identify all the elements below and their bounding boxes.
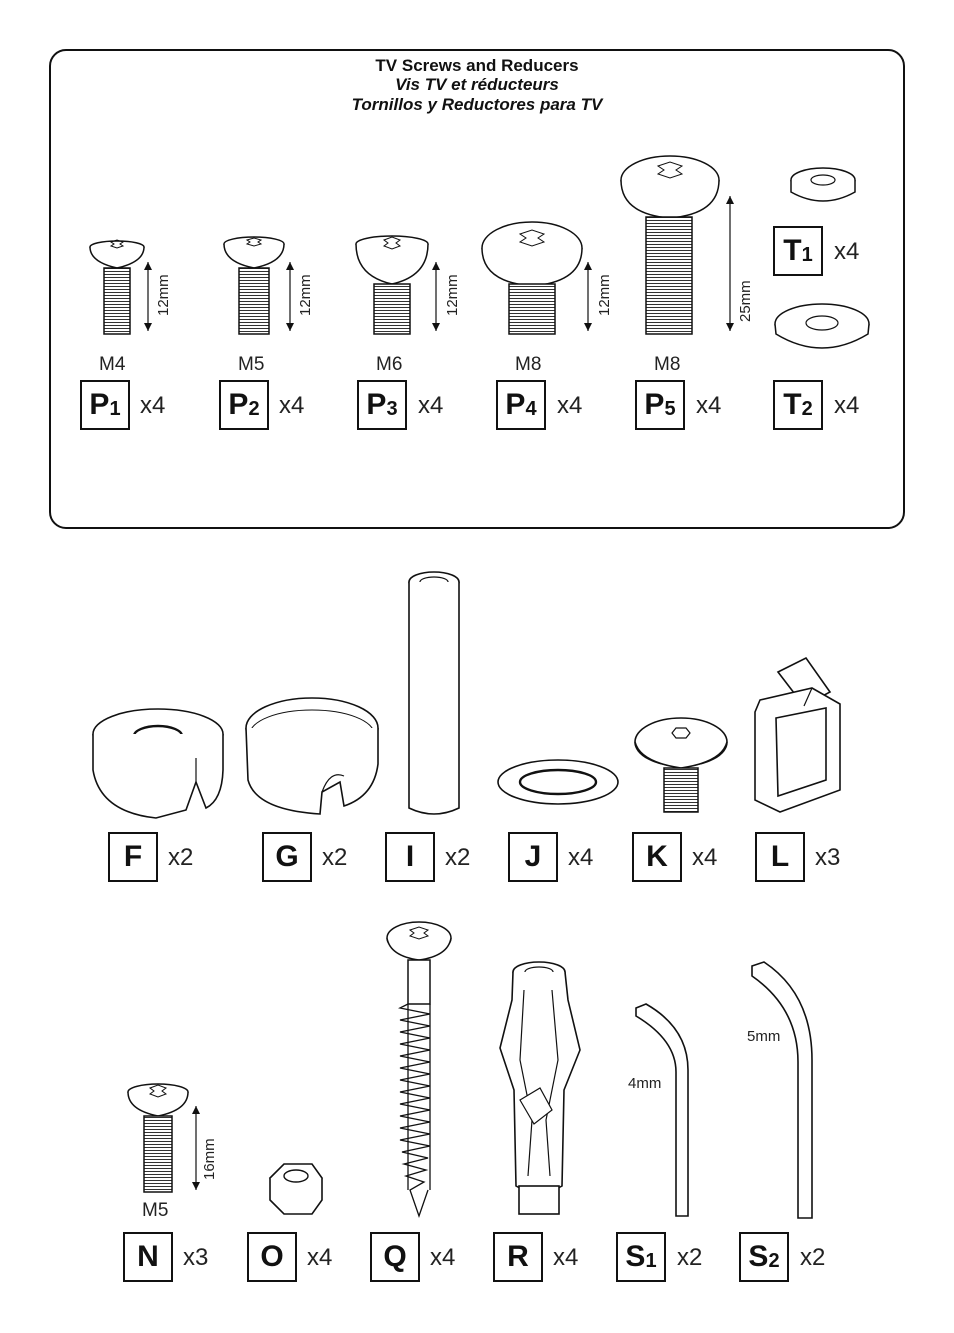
part-qty-i: x2	[445, 844, 471, 871]
panel-title-fr: Vis TV et réducteurs	[395, 75, 559, 94]
nut-o-illustration	[268, 1163, 324, 1215]
washer-j-illustration	[497, 759, 619, 805]
part-qty-p2: x4	[279, 392, 305, 419]
part-label-i: I	[385, 832, 435, 882]
part-qty-p3: x4	[418, 392, 444, 419]
part-qty-r: x4	[553, 1244, 579, 1271]
button-screw-k-illustration	[634, 717, 728, 813]
screw-p2-illustration	[223, 236, 294, 335]
p4-size-label: M8	[515, 354, 542, 375]
screw-n-illustration	[127, 1083, 200, 1193]
part-label-l: L	[755, 832, 805, 882]
s1-size-label: 4mm	[628, 1075, 662, 1092]
spacer-g-illustration	[245, 697, 379, 815]
part-qty-p1: x4	[140, 392, 166, 419]
p5-length-label: 25mm	[737, 280, 754, 322]
spacer-tube-i-illustration	[408, 571, 460, 815]
part-qty-t2: x4	[834, 392, 860, 419]
p1-length-label: 12mm	[155, 274, 172, 316]
p3-size-label: M6	[376, 354, 403, 375]
part-qty-t1: x4	[834, 238, 860, 265]
part-qty-s1: x2	[677, 1244, 703, 1271]
panel-title-es: Tornillos y Reductores para TV	[351, 95, 603, 114]
part-qty-p5: x4	[696, 392, 722, 419]
tv-parts-panel	[49, 49, 905, 529]
part-qty-j: x4	[568, 844, 594, 871]
spacer-f-illustration	[92, 708, 224, 819]
reducer-t1-illustration	[790, 167, 856, 202]
part-label-g: G	[262, 832, 312, 882]
panel-title-en: TV Screws and Reducers	[375, 56, 579, 75]
part-label-r: R	[493, 1232, 543, 1282]
n-size-label: M5	[142, 1200, 169, 1221]
s2-size-label: 5mm	[747, 1028, 781, 1045]
part-qty-p4: x4	[557, 392, 583, 419]
part-qty-g: x2	[322, 844, 348, 871]
part-qty-o: x4	[307, 1244, 333, 1271]
part-label-j: J	[508, 832, 558, 882]
part-qty-n: x3	[183, 1244, 209, 1271]
hex-key-s2-illustration	[751, 961, 813, 1219]
part-qty-s2: x2	[800, 1244, 826, 1271]
part-qty-k: x4	[692, 844, 718, 871]
screw-p1-illustration	[89, 239, 152, 335]
p4-length-label: 12mm	[596, 274, 613, 316]
p2-length-label: 12mm	[297, 274, 314, 316]
wall-anchor-r-illustration	[499, 961, 581, 1215]
part-qty-f: x2	[168, 844, 194, 871]
lag-bolt-q-illustration	[386, 921, 452, 1218]
part-label-k: K	[632, 832, 682, 882]
p1-size-label: M4	[99, 354, 126, 375]
part-label-o: O	[247, 1232, 297, 1282]
screw-p3-illustration	[355, 235, 440, 335]
part-qty-l: x3	[815, 844, 841, 871]
cable-clip-l-illustration	[754, 656, 841, 813]
part-label-n: N	[123, 1232, 173, 1282]
part-label-f: F	[108, 832, 158, 882]
p2-size-label: M5	[238, 354, 265, 375]
reducer-t2-illustration	[774, 303, 870, 349]
screw-p5-illustration	[620, 155, 734, 335]
p3-length-label: 12mm	[444, 274, 461, 316]
part-label-q: Q	[370, 1232, 420, 1282]
hex-key-s1-illustration	[635, 1003, 689, 1217]
screw-p4-illustration	[481, 221, 592, 335]
p5-size-label: M8	[654, 354, 681, 375]
part-qty-q: x4	[430, 1244, 456, 1271]
n-length-label: 16mm	[201, 1138, 218, 1180]
